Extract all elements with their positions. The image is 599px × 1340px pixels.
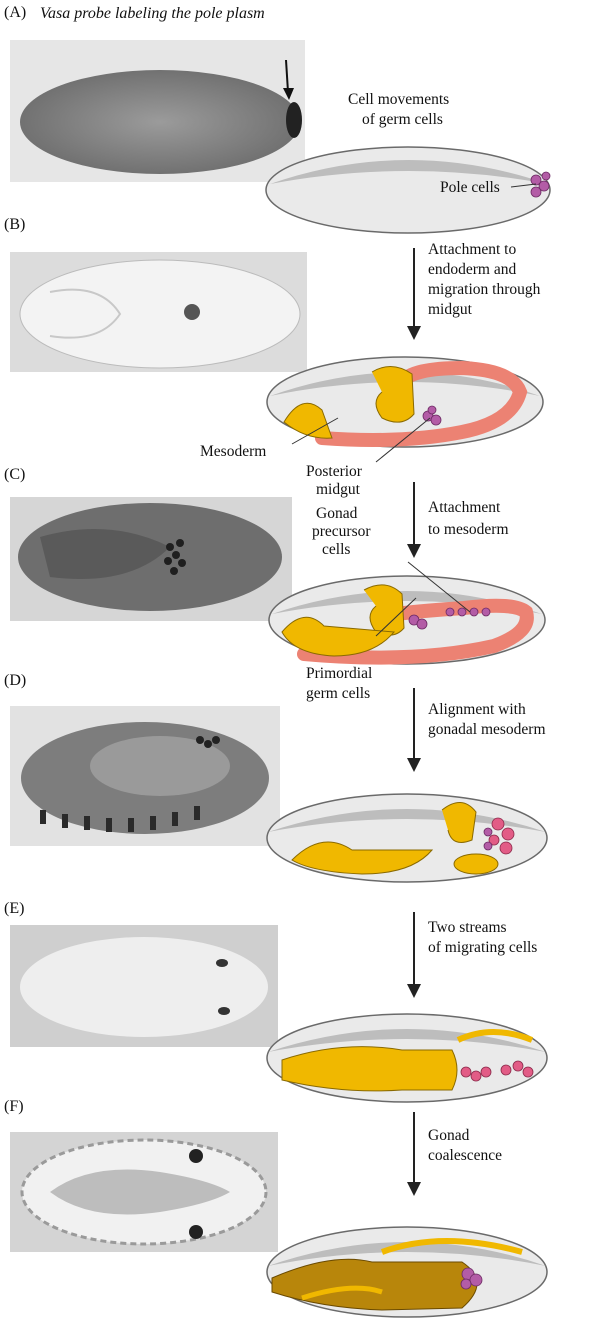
step-2-line1: Attachment — [428, 498, 500, 517]
mesoderm-label: Mesoderm — [200, 442, 266, 461]
step-1-line2: endoderm and — [428, 260, 516, 279]
gonad-precursor-label-line3: cells — [322, 540, 350, 559]
step-arrow-1 — [406, 248, 422, 340]
step-1-line3: migration through — [428, 280, 540, 299]
step-5-line2: coalescence — [428, 1146, 502, 1165]
step-1-line1: Attachment to — [428, 240, 516, 259]
step-4-line2: of migrating cells — [428, 938, 537, 957]
step-arrow-3 — [406, 688, 422, 772]
step-arrow-4 — [406, 912, 422, 998]
posterior-midgut-label-line1: Posterior — [306, 462, 362, 481]
primordial-germ-cells-label-line2: germ cells — [306, 684, 370, 703]
gonad-precursor-label-line1: Gonad — [316, 504, 357, 523]
primordial-germ-cells-label-line1: Primordial — [306, 664, 372, 683]
posterior-midgut-label-line2: midgut — [316, 480, 360, 499]
step-1-line4: midgut — [428, 300, 472, 319]
step-arrow-2 — [406, 482, 422, 558]
pole-cells-label: Pole cells — [440, 178, 500, 197]
cell-movements-label-line1: Cell movements — [348, 90, 449, 109]
cell-movements-label-line2: of germ cells — [362, 110, 443, 129]
gonad-precursor-label-line2: precursor — [312, 522, 371, 541]
step-3-line2: gonadal mesoderm — [428, 720, 546, 739]
step-4-line1: Two streams — [428, 918, 507, 937]
step-arrow-5 — [406, 1112, 422, 1196]
step-3-line1: Alignment with — [428, 700, 526, 719]
step-2-line2: to mesoderm — [428, 520, 509, 539]
step-5-line1: Gonad — [428, 1126, 469, 1145]
